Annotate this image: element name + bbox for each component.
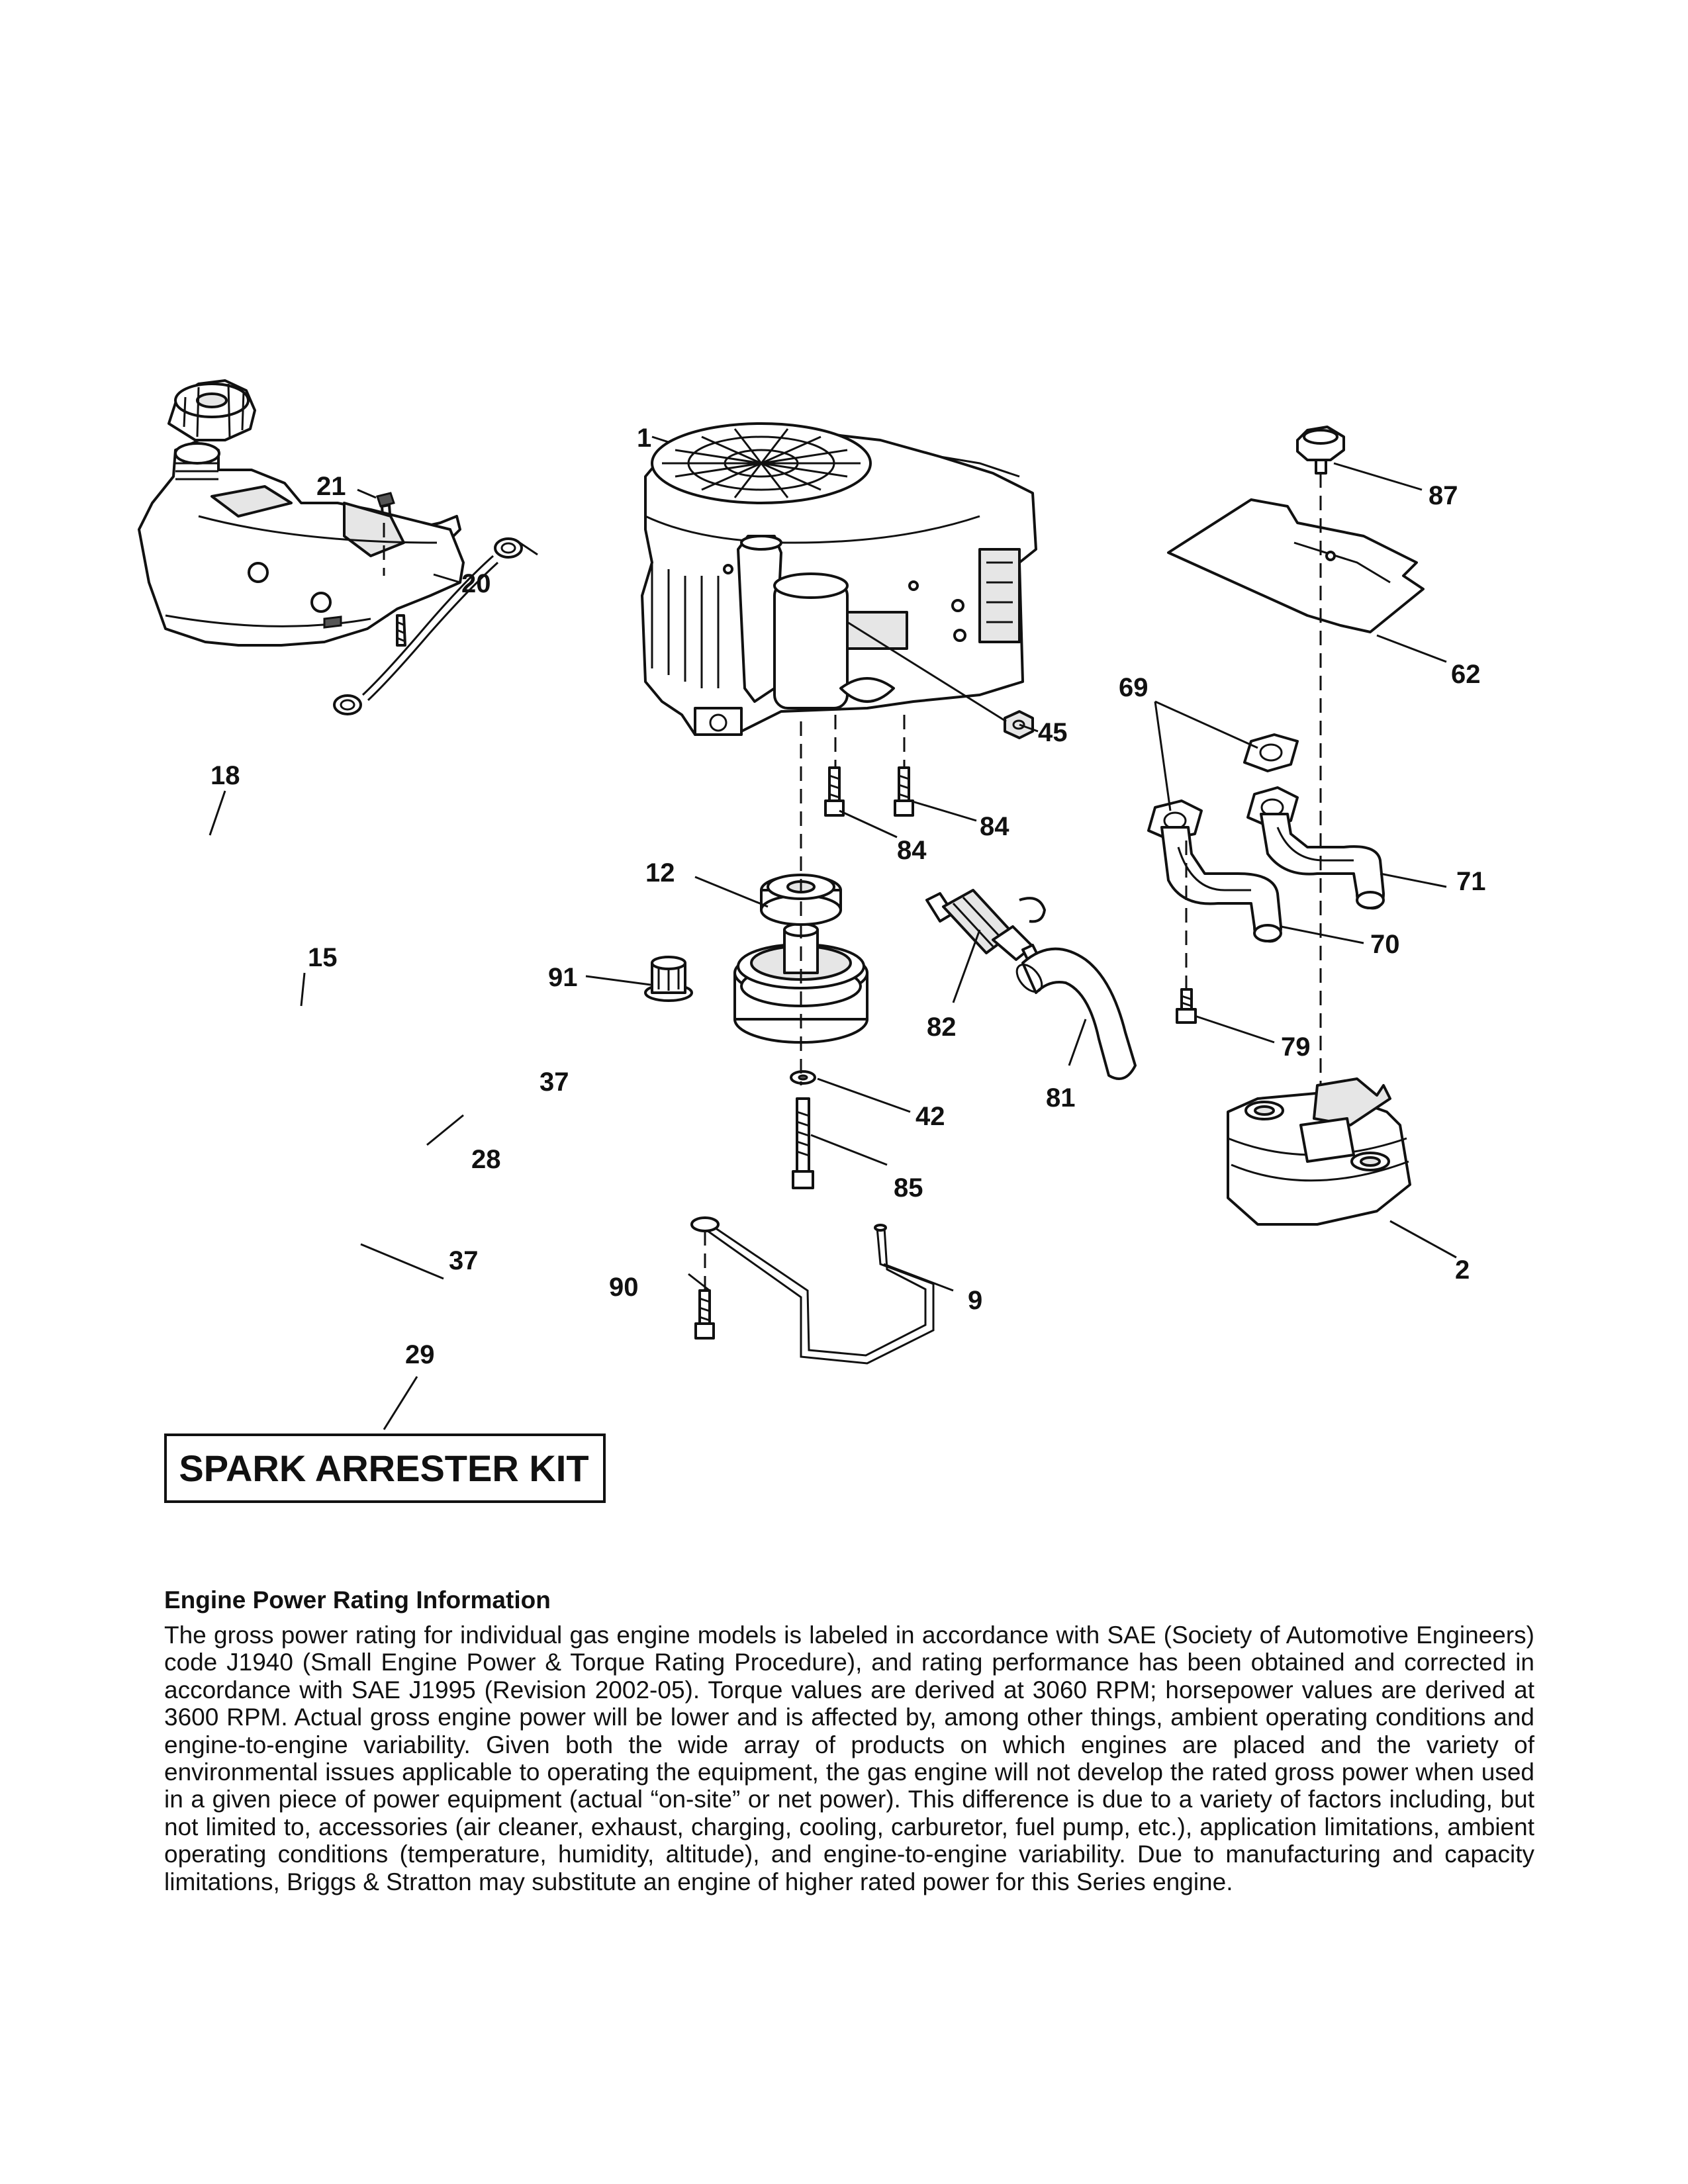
exhaust-pipe-part-71 bbox=[1260, 813, 1385, 910]
callout-42: 42 bbox=[915, 1102, 945, 1131]
bushing-part-91 bbox=[644, 956, 693, 1002]
power-rating-heading: Engine Power Rating Information bbox=[164, 1586, 551, 1614]
washer-part-42 bbox=[790, 1070, 816, 1085]
fuel-filter-part-82 bbox=[925, 889, 1046, 964]
bolt-part-85 bbox=[792, 1097, 814, 1189]
exhaust-pipe-part-70 bbox=[1160, 826, 1282, 943]
fuel-cap-part-18 bbox=[167, 379, 256, 441]
fuel-tank-part-15 bbox=[138, 441, 465, 647]
callout-91: 91 bbox=[548, 963, 578, 992]
clamp-part-37-upper bbox=[494, 537, 523, 559]
callout-20: 20 bbox=[461, 569, 491, 598]
callout-21: 21 bbox=[316, 472, 346, 501]
heat-shield-part-62 bbox=[1167, 498, 1425, 633]
callout-87: 87 bbox=[1429, 481, 1458, 510]
engine-part-1 bbox=[641, 422, 1037, 736]
callout-79: 79 bbox=[1281, 1032, 1311, 1062]
callout-62: 62 bbox=[1451, 660, 1481, 689]
hose-part-81 bbox=[1015, 947, 1137, 1080]
callout-90: 90 bbox=[609, 1273, 639, 1302]
callout-12: 12 bbox=[645, 858, 675, 887]
bolt-part-84-right bbox=[894, 766, 914, 817]
callout-15: 15 bbox=[308, 943, 338, 972]
callout-1: 1 bbox=[637, 424, 651, 453]
callout-70: 70 bbox=[1370, 930, 1400, 959]
engine-power-rating-section: Engine Power Rating Information The gros… bbox=[164, 1586, 1534, 1895]
callout-28: 28 bbox=[471, 1145, 501, 1174]
callout-71: 71 bbox=[1456, 867, 1486, 896]
nut-part-45 bbox=[1004, 710, 1034, 739]
spark-arrester-kit-label: SPARK ARRESTER KIT bbox=[179, 1447, 588, 1489]
callout-2: 2 bbox=[1455, 1255, 1470, 1285]
gasket-part-69-top bbox=[1243, 733, 1299, 772]
callout-18: 18 bbox=[211, 761, 240, 790]
callout-37-upper: 37 bbox=[539, 1068, 569, 1097]
callout-81: 81 bbox=[1046, 1083, 1076, 1113]
bolt-part-90 bbox=[694, 1289, 715, 1340]
bolt-part-84-left bbox=[824, 766, 845, 817]
callout-37-lower: 37 bbox=[449, 1246, 479, 1275]
callout-29: 29 bbox=[405, 1340, 435, 1369]
leader-lines bbox=[209, 435, 1457, 1430]
rod-part-9 bbox=[690, 1216, 935, 1365]
muffler-part-2 bbox=[1227, 1077, 1411, 1226]
callout-84-upper: 84 bbox=[980, 812, 1009, 841]
clamp-part-37-lower bbox=[333, 694, 362, 715]
callout-9: 9 bbox=[968, 1286, 982, 1315]
callout-82: 82 bbox=[927, 1013, 957, 1042]
bolt-part-79 bbox=[1176, 988, 1197, 1024]
callout-85: 85 bbox=[894, 1173, 923, 1203]
knob-part-87 bbox=[1296, 426, 1345, 475]
callout-45: 45 bbox=[1038, 718, 1068, 747]
fuel-line-part-28 bbox=[361, 555, 499, 702]
power-rating-body: The gross power rating for individual ga… bbox=[164, 1621, 1534, 1895]
callout-69: 69 bbox=[1119, 673, 1149, 702]
callout-84-lower: 84 bbox=[897, 836, 927, 865]
spark-arrester-kit-box: SPARK ARRESTER KIT bbox=[164, 1433, 606, 1503]
